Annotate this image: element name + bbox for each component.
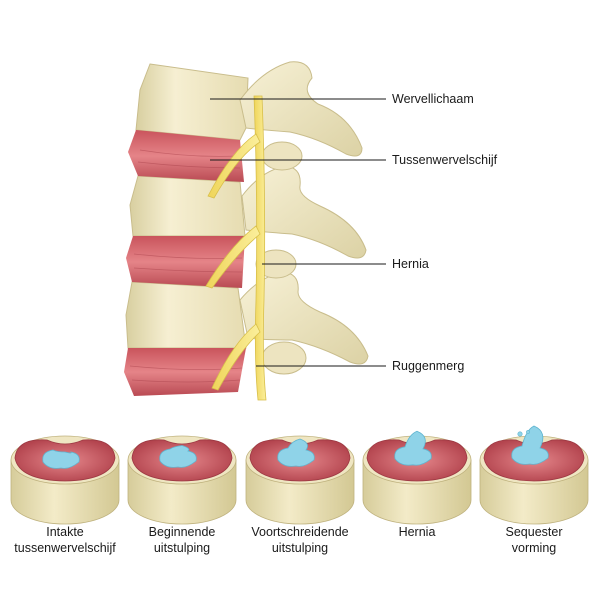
callout-lines bbox=[210, 98, 386, 367]
spine-side-view bbox=[124, 61, 369, 401]
disc-nucleus bbox=[511, 425, 549, 465]
disc-stage-intact bbox=[10, 435, 120, 525]
nerve-root-3 bbox=[211, 323, 261, 391]
stage-caption-line2: uitstulping bbox=[271, 541, 329, 555]
stage-caption-line1: Sequester bbox=[505, 525, 563, 539]
stage-caption-sequestration: Sequester vorming bbox=[474, 524, 594, 556]
sequester-fragment bbox=[526, 430, 530, 434]
intervertebral-disc-1 bbox=[128, 130, 244, 182]
disc-stages bbox=[10, 425, 589, 525]
stage-caption-line2: vorming bbox=[511, 541, 557, 555]
disc-stage-progressive-bulge bbox=[245, 435, 355, 525]
stage-caption-line1: Voortschreidende bbox=[251, 525, 349, 539]
stage-caption-progressive-bulge: Voortschreidende uitstulping bbox=[240, 524, 360, 556]
stage-caption-line1: Intakte bbox=[46, 525, 84, 539]
stage-caption-line1: Hernia bbox=[398, 525, 436, 539]
label-intervertebral-disc: Tussenwervelschijf bbox=[392, 153, 498, 167]
nerve-root-1 bbox=[207, 133, 261, 199]
stage-caption-intact: Intakte tussenwervelschijf bbox=[5, 524, 125, 556]
disc-nucleus bbox=[277, 438, 315, 467]
disc-nucleus bbox=[42, 449, 80, 469]
label-vertebral-body: Wervellichaam bbox=[392, 92, 474, 106]
stage-caption-line1: Beginnende bbox=[148, 525, 216, 539]
label-spinal-cord: Ruggenmerg bbox=[392, 359, 465, 373]
disc-stage-hernia bbox=[362, 430, 472, 525]
disc-nucleus bbox=[394, 430, 432, 466]
label-hernia: Hernia bbox=[392, 257, 429, 271]
disc-stage-sequestration bbox=[479, 425, 589, 525]
stage-caption-hernia: Hernia bbox=[357, 524, 477, 540]
spinous-process-1 bbox=[239, 61, 363, 157]
vertebral-body-1 bbox=[135, 63, 249, 141]
stage-caption-beginning-bulge: Beginnende uitstulping bbox=[122, 524, 242, 556]
vertebral-body-2 bbox=[129, 175, 246, 237]
stage-caption-line2: tussenwervelschijf bbox=[14, 541, 116, 555]
sequester-fragment bbox=[517, 431, 523, 437]
spinal-cord bbox=[253, 95, 267, 401]
disc-nucleus bbox=[159, 445, 197, 468]
vertebral-body-3 bbox=[125, 281, 247, 349]
disc-stage-beginning-bulge bbox=[127, 435, 237, 525]
nerve-root-2 bbox=[205, 225, 261, 289]
stage-caption-line2: uitstulping bbox=[153, 541, 211, 555]
